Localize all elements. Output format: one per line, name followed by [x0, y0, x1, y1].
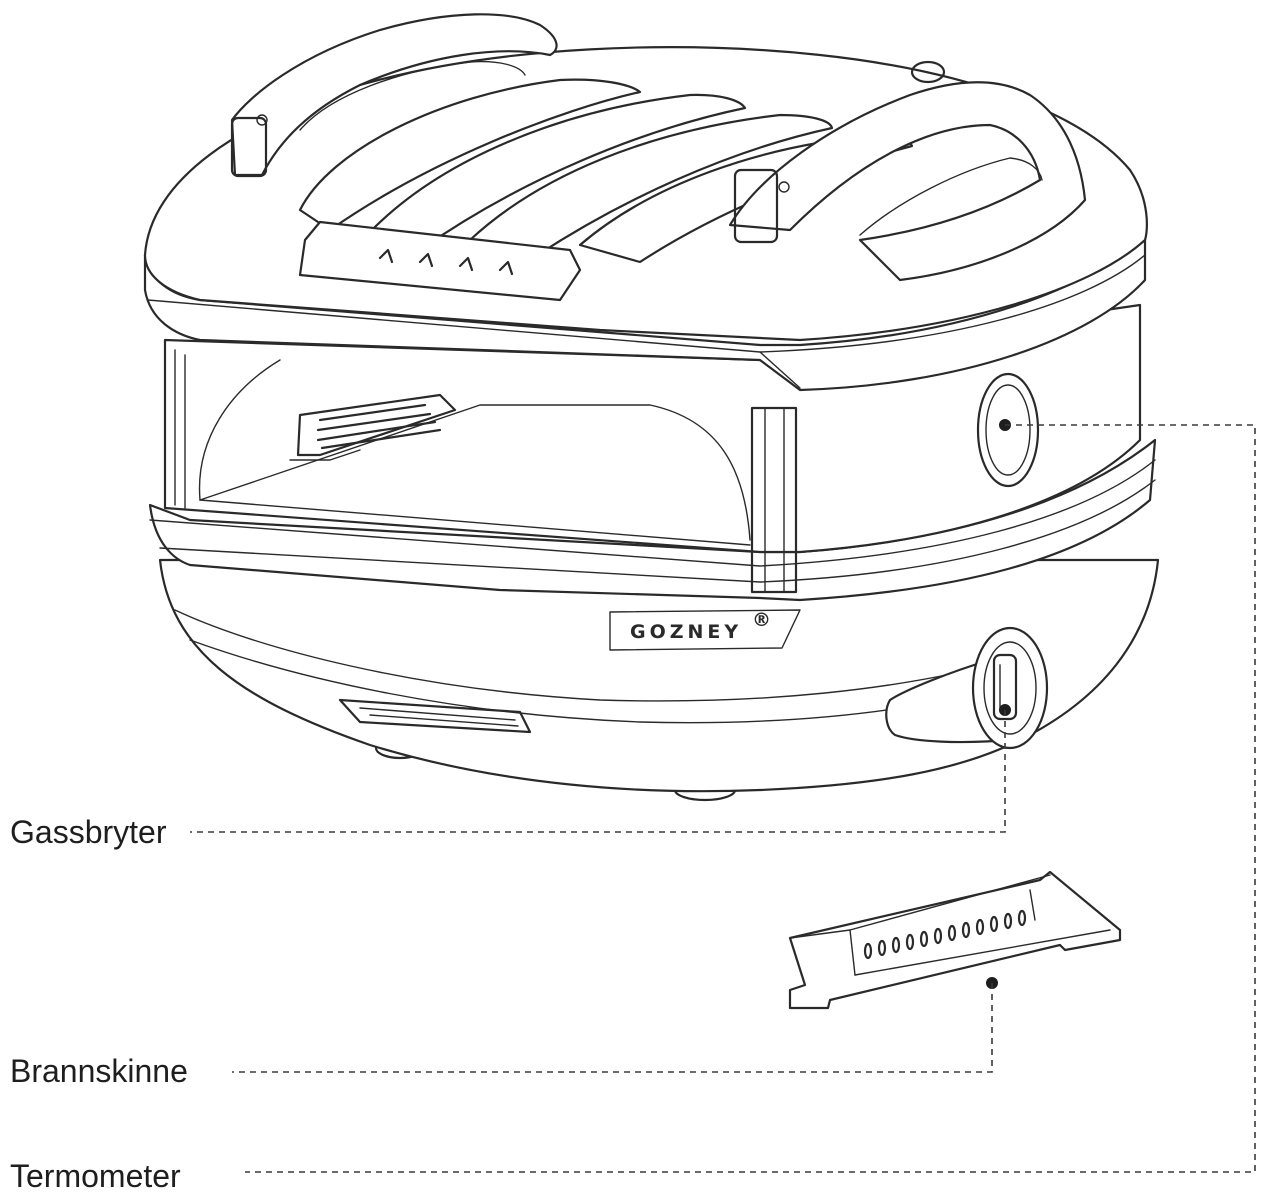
- upper-band: [143, 233, 1147, 392]
- flame-rail-leader: [232, 983, 993, 1073]
- front-vent: [338, 698, 532, 734]
- right-carry-handle: [728, 81, 1087, 282]
- gas-switch-knob: [971, 626, 1049, 750]
- thermometer-leader: [245, 424, 1256, 1173]
- brand-mark: GOZNEY: [630, 621, 742, 643]
- gas-switch-grip: [992, 653, 1018, 721]
- gas-switch-leader: [190, 710, 1006, 833]
- lid-back-knob: [910, 60, 946, 84]
- front-lid-vent: [298, 220, 582, 302]
- gas-switch-label: Gassbryter: [10, 814, 167, 850]
- thermometer-label: Termometer: [10, 1158, 181, 1194]
- flame-rail-label: Brannskinne: [10, 1053, 188, 1089]
- door-pillar: [750, 406, 798, 594]
- brand-plate: [609, 609, 801, 651]
- flame-rail-holes: [863, 909, 1027, 960]
- leader-lines: [190, 419, 1256, 1173]
- left-carry-handle: [230, 13, 558, 177]
- flame-rail-illustration: [788, 870, 1122, 1010]
- back-burner: [296, 393, 457, 457]
- pizza-oven-illustration: GOZNEY ®: [143, 13, 1160, 802]
- brand-superscript: ®: [752, 609, 775, 631]
